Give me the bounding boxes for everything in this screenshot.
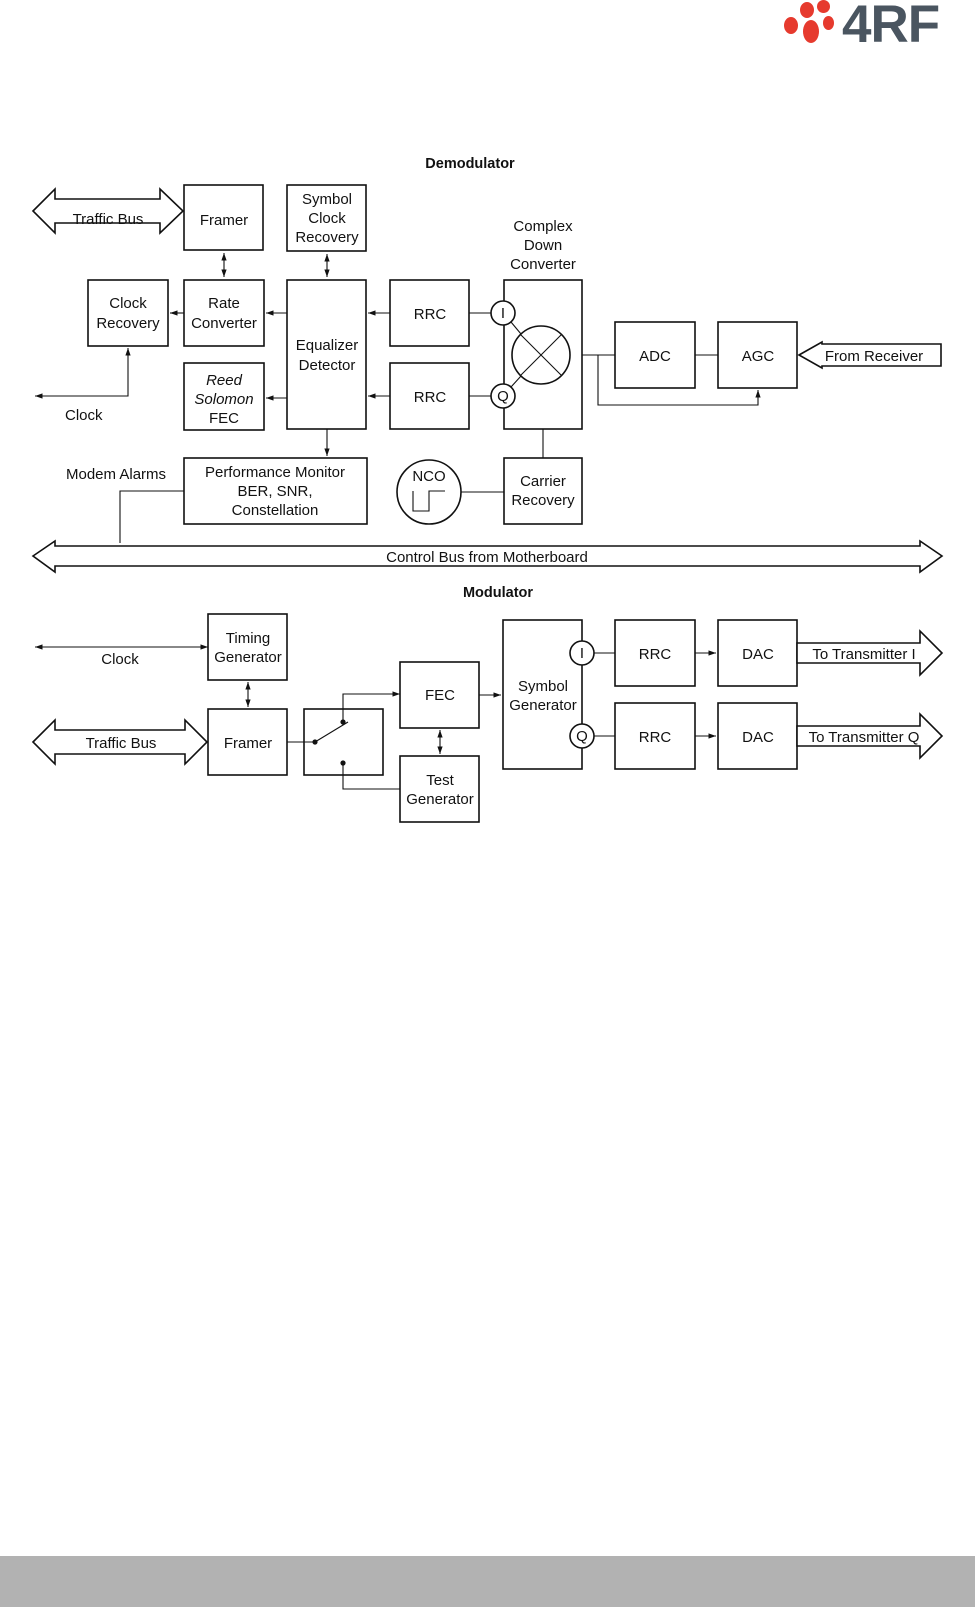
- mod-traffic-bus-arrow: [31, 718, 209, 766]
- timing-generator-line: Timing: [226, 630, 270, 647]
- demod-rrc-q-label: RRC: [414, 389, 447, 406]
- mixer-cross: [520, 334, 562, 376]
- timing-generator-line: Generator: [214, 649, 282, 666]
- mod-traffic-bus-label: Traffic Bus: [86, 735, 157, 752]
- logo-dot: [800, 2, 814, 18]
- mod-rrc-i-label: RRC: [639, 646, 672, 663]
- mod-i-port-label: I: [580, 645, 584, 662]
- control-bus-label: Control Bus from Motherboard: [386, 549, 588, 566]
- symbol-generator-line: Symbol: [518, 678, 568, 695]
- demod-q-port-label: Q: [497, 388, 509, 405]
- symbol-clock-recovery-line: Recovery: [295, 229, 359, 246]
- equalizer-detector-block: [286, 279, 367, 430]
- performance-monitor-line: BER, SNR,: [237, 483, 312, 500]
- from-receiver-arrow: [797, 340, 942, 370]
- complex-down-converter-line: Down: [524, 237, 562, 254]
- symbol-clock-recovery-line: Clock: [308, 210, 346, 227]
- mod-fec-block: [399, 661, 480, 729]
- company-logo: [784, 0, 970, 48]
- modem-block-diagram: Demodulator Traffic Bus Framer Symbol Cl…: [31, 156, 944, 823]
- to-transmitter-i-label: To Transmitter I: [812, 646, 915, 663]
- agc-label: AGC: [742, 348, 775, 365]
- nco-label: NCO: [412, 468, 445, 485]
- mod-rrc-q-block: [614, 702, 696, 770]
- nco-square-wave-icon: [412, 490, 445, 512]
- connector: [119, 490, 184, 543]
- demod-rrc-i-label: RRC: [414, 306, 447, 323]
- carrier-recovery-block: [503, 457, 583, 525]
- dac-q-label: DAC: [742, 729, 774, 746]
- mod-clock-label: Clock: [101, 651, 139, 668]
- connector: [597, 355, 761, 406]
- demod-traffic-bus-label: Traffic Bus: [73, 211, 144, 228]
- equalizer-detector-line: Detector: [299, 357, 356, 374]
- control-bus-arrow: [31, 539, 944, 574]
- modulator-title: Modulator: [463, 585, 533, 601]
- switch-lever: [314, 721, 349, 743]
- logo-dot: [784, 17, 798, 34]
- demod-framer-label: Framer: [200, 212, 248, 229]
- mod-framer-label: Framer: [224, 735, 272, 752]
- connector: [35, 348, 131, 399]
- rate-converter-line: Converter: [191, 315, 257, 332]
- performance-monitor-block: [183, 457, 368, 525]
- complex-down-converter-line: Converter: [510, 256, 576, 273]
- demodulator-title: Demodulator: [425, 156, 515, 172]
- test-generator-line: Generator: [406, 791, 474, 808]
- rate-converter-block: [183, 279, 265, 347]
- equalizer-detector-line: Equalizer: [296, 337, 359, 354]
- clock-recovery-line: Clock: [109, 295, 147, 312]
- rate-converter-line: Rate: [208, 295, 240, 312]
- demod-traffic-bus-arrow: [31, 187, 185, 235]
- reed-solomon-fec-block: [183, 362, 265, 431]
- symbol-generator-line: Generator: [509, 697, 577, 714]
- performance-monitor-line: Performance Monitor: [205, 464, 345, 481]
- performance-monitor-line: Constellation: [232, 502, 319, 519]
- mod-fec-label: FEC: [425, 687, 455, 704]
- clock-recovery-line: Recovery: [96, 315, 160, 332]
- test-generator-line: Test: [426, 772, 454, 789]
- to-transmitter-i-arrow: [796, 629, 944, 677]
- test-generator-block: [399, 755, 480, 823]
- logo-dot: [823, 16, 834, 30]
- reed-solomon-line: Solomon: [194, 391, 253, 408]
- symbol-generator-block: [502, 619, 583, 770]
- demod-clock-label: Clock: [65, 407, 103, 424]
- demod-framer-block: [183, 184, 264, 251]
- connector: [342, 691, 400, 722]
- modem-alarms-label: Modem Alarms: [66, 466, 166, 483]
- mixer-link: [510, 321, 522, 335]
- connector: [342, 763, 400, 790]
- carrier-recovery-line: Carrier: [520, 473, 566, 490]
- mod-framer-block: [207, 708, 288, 776]
- symbol-clock-recovery-block: [286, 184, 367, 252]
- mod-rrc-q-label: RRC: [639, 729, 672, 746]
- to-transmitter-q-arrow: [796, 712, 944, 760]
- dac-i-label: DAC: [742, 646, 774, 663]
- complex-down-converter-line: Complex: [513, 218, 573, 235]
- demod-i-port-label: I: [501, 305, 505, 322]
- reed-solomon-line: FEC: [209, 410, 239, 427]
- logo-text: 4RF: [842, 0, 940, 54]
- reed-solomon-line: Reed: [206, 372, 243, 389]
- dac-q-block: [717, 702, 798, 770]
- to-transmitter-q-label: To Transmitter Q: [809, 729, 920, 746]
- adc-label: ADC: [639, 348, 671, 365]
- timing-generator-block: [207, 613, 288, 681]
- logo-dot: [817, 0, 830, 13]
- mod-q-port-label: Q: [576, 728, 588, 745]
- agc-block: [717, 321, 798, 389]
- footer-bar: [0, 1556, 975, 1607]
- logo-dot: [803, 20, 819, 43]
- carrier-recovery-line: Recovery: [511, 492, 575, 509]
- from-receiver-label: From Receiver: [825, 348, 923, 365]
- clock-recovery-block: [87, 279, 169, 347]
- mixer-link: [510, 375, 522, 388]
- symbol-clock-recovery-line: Symbol: [302, 191, 352, 208]
